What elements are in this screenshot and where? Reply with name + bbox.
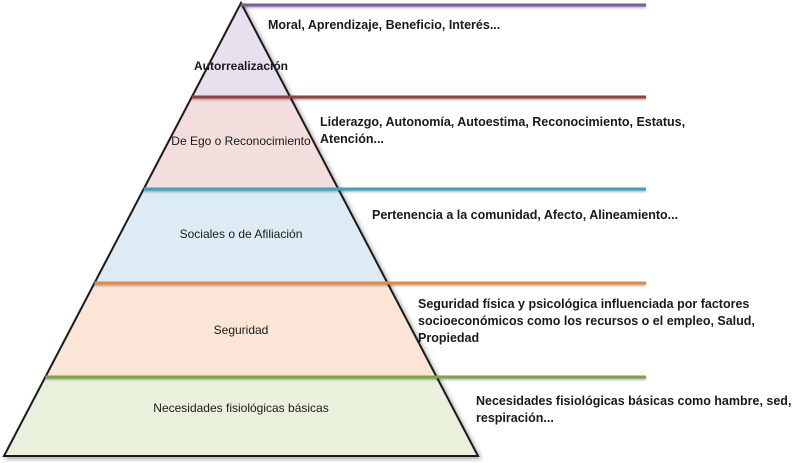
level-description-sociales: Pertenencia a la comunidad, Afecto, Alin… — [372, 207, 678, 224]
level-label-seguridad: Seguridad — [214, 323, 269, 337]
level-label-ego: De Ego o Reconocimiento — [171, 134, 311, 148]
level-label-sociales: Sociales o de Afiliación — [180, 227, 303, 241]
description-line: Pertenencia a la comunidad, Afecto, Alin… — [372, 208, 679, 222]
description-line: socioeconómicos como los recursos o el e… — [418, 314, 755, 328]
description-line: Liderazgo, Autonomía, Autoestima, Recono… — [320, 115, 686, 129]
level-description-seguridad: Seguridad física y psicológica influenci… — [418, 296, 755, 347]
description-line: respiración... — [476, 411, 554, 425]
description-line: Moral, Aprendizaje, Beneficio, Interés..… — [268, 18, 501, 32]
level-description-fisiologicas: Necesidades fisiológicas básicas como ha… — [476, 393, 791, 427]
level-labels: Autorrealización De Ego o ReconocimientoS… — [153, 59, 328, 415]
connector-lines — [45, 3, 646, 379]
description-line: Atención... — [320, 132, 384, 146]
level-label-fisiologicas: Necesidades fisiológicas básicas — [153, 401, 328, 415]
level-description-autorrealizacion: Moral, Aprendizaje, Beneficio, Interés..… — [268, 17, 500, 34]
pyramid-bands — [2, 0, 480, 457]
description-line: Necesidades fisiológicas básicas como ha… — [476, 394, 792, 408]
level-description-ego: Liderazgo, Autonomía, Autoestima, Recono… — [320, 114, 685, 148]
description-line: Propiedad — [418, 331, 480, 345]
pyramid-level-fisiologicas — [2, 376, 480, 457]
level-label-autorrealizacion: Autorrealización — [194, 59, 288, 73]
description-line: Seguridad física y psicológica influenci… — [418, 297, 750, 311]
